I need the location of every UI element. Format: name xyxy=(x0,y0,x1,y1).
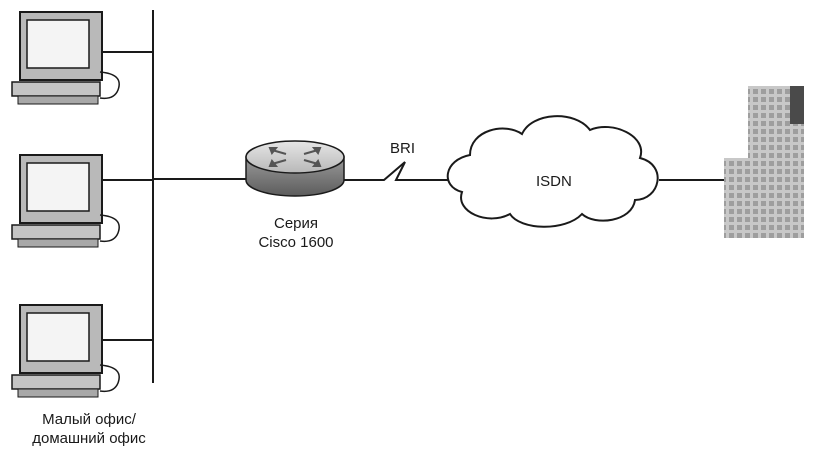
router-label: Серия Cisco 1600 xyxy=(250,214,342,252)
router-label-line2: Cisco 1600 xyxy=(258,234,334,251)
office-label: Малый офис/ домашний офис xyxy=(14,410,164,448)
router-label-line1: Серия xyxy=(273,215,319,232)
computer-icon xyxy=(11,11,120,105)
computer-icon xyxy=(11,304,120,398)
link-label: BRI xyxy=(390,140,416,157)
office-label-line1: Малый офис/ xyxy=(42,411,136,428)
office-label-line2: домашний офис xyxy=(32,430,146,447)
building-icon xyxy=(724,86,804,238)
cloud-label: ISDN xyxy=(536,173,572,190)
bri-serial-link xyxy=(344,161,458,181)
router-icon xyxy=(245,140,345,197)
cloud-icon xyxy=(446,115,659,228)
computer-icon xyxy=(11,154,120,248)
